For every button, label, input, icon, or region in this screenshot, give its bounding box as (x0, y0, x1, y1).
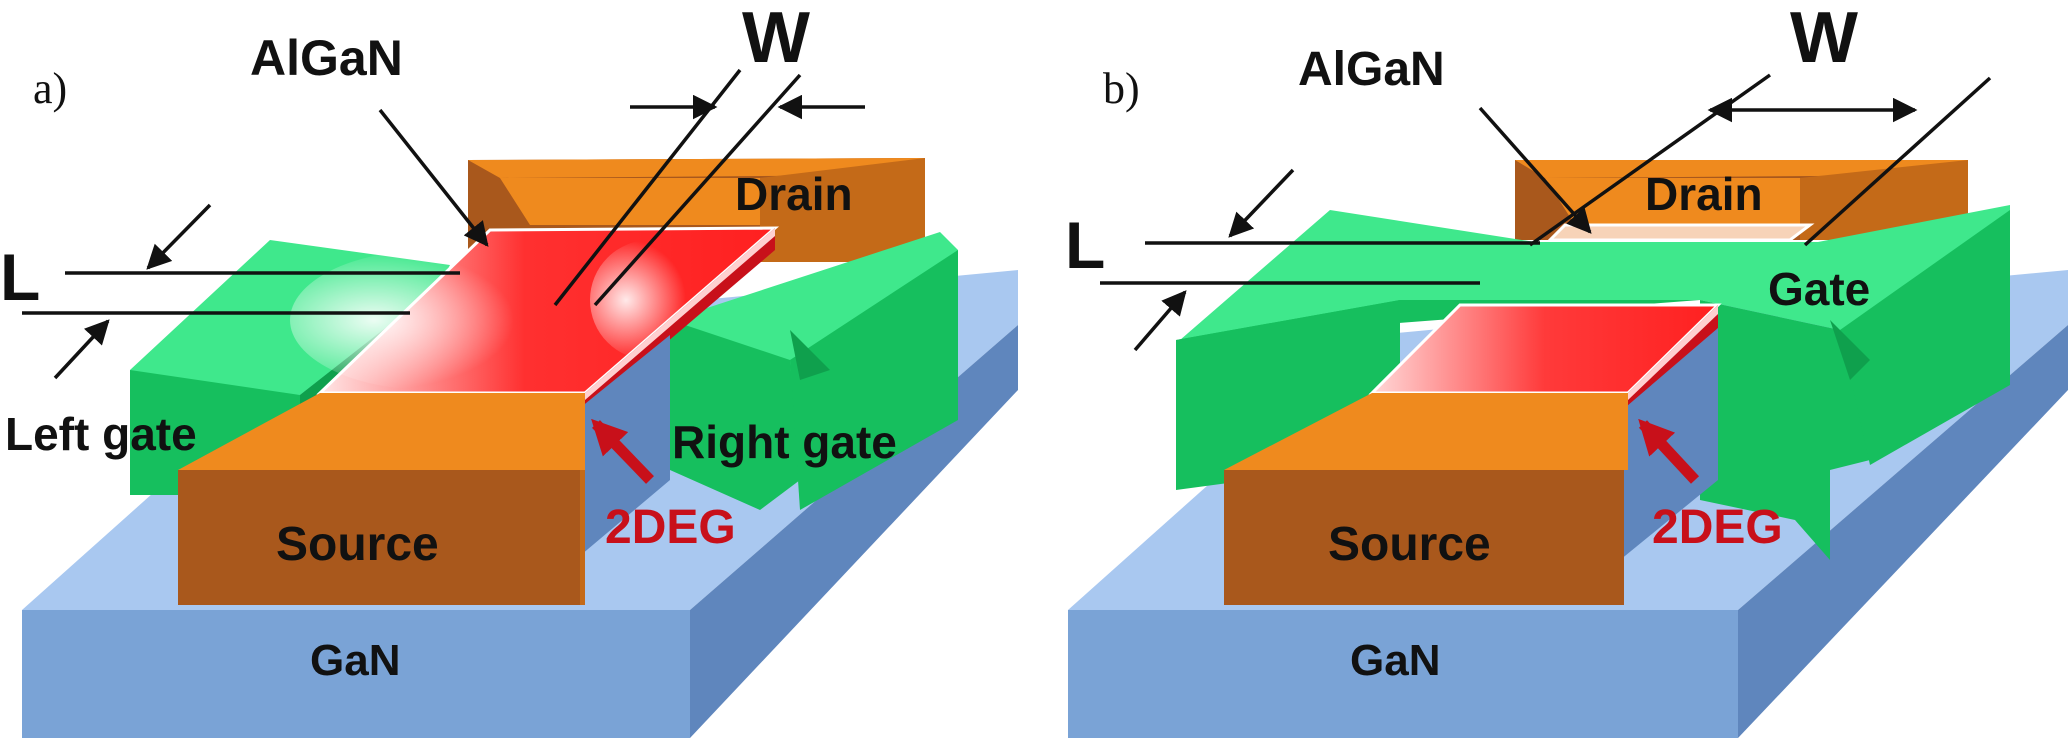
deg-side-b-hl (1628, 305, 1718, 400)
algan-label-b: AlGaN (1298, 43, 1445, 96)
deg-label-b: 2DEG (1652, 501, 1783, 554)
gate-b-notch (1830, 320, 1870, 380)
source-block-a-front (178, 470, 580, 605)
gate-b-front-2 (1176, 300, 1870, 560)
algan-pointer-a (378, 108, 489, 247)
l-arrow-a-bottom (53, 319, 110, 380)
w-line-b-2 (1803, 76, 1992, 247)
source-label-b: Source (1328, 518, 1491, 571)
deg-side-a-hl (585, 228, 775, 400)
drain-label-a: Drain (735, 168, 853, 220)
gan-label-a: GaN (310, 636, 400, 685)
w-label-a: W (742, 0, 810, 78)
panel-label-a: a) (33, 64, 67, 113)
source-block-a-side (580, 470, 585, 605)
w-label-b: W (1790, 0, 1858, 78)
gan-substrate-right-b (1738, 325, 2068, 738)
algan-slab-b-back (1546, 223, 1815, 242)
source-label-a: Source (276, 518, 439, 571)
algan-label-a: AlGaN (250, 30, 403, 86)
source-block-a-top (178, 393, 585, 470)
l-arrow-a-top (146, 203, 212, 270)
panel-label-b: b) (1103, 64, 1140, 113)
l-arrow-b-top (1228, 168, 1295, 238)
drain-label-b: Drain (1645, 168, 1763, 220)
drain-block-b-side (1800, 160, 1968, 240)
w-line-a-2 (593, 73, 802, 307)
algan-glow-a (290, 250, 570, 390)
source-block-b-front (1224, 470, 1624, 605)
gan-substrate-front-b (1068, 610, 1738, 738)
right-gate-a-front (670, 320, 800, 510)
gate-b-right (1840, 210, 2010, 465)
deg-label-a: 2DEG (605, 501, 736, 554)
algan-pointer-b (1478, 106, 1592, 234)
deg-arrow-b (1638, 418, 1700, 484)
right-gate-a-notch (790, 330, 830, 380)
l-label-b: L (1065, 208, 1105, 282)
gate-b-top (1180, 205, 2010, 460)
drain-block-a-face (500, 178, 760, 225)
left-gate-label-a: Left gate (5, 408, 197, 460)
deg-arrow-a (591, 418, 654, 484)
l-arrow-b-bottom (1133, 290, 1187, 352)
panel-a: a) AlGaN W L Drain Source GaN Left gate … (0, 0, 1018, 738)
source-block-b-top (1224, 393, 1628, 470)
right-gate-label-a: Right gate (672, 416, 897, 468)
l-label-a: L (0, 240, 40, 314)
gan-label-b: GaN (1350, 636, 1440, 685)
drain-block-a-side (760, 158, 925, 262)
right-gate-a-right (790, 250, 958, 510)
panel-b: b) AlGaN W L Drain Gate Source GaN 2DEG (1065, 0, 2068, 738)
gan-substrate-front-a (22, 610, 690, 738)
gate-label-b: Gate (1768, 263, 1870, 315)
